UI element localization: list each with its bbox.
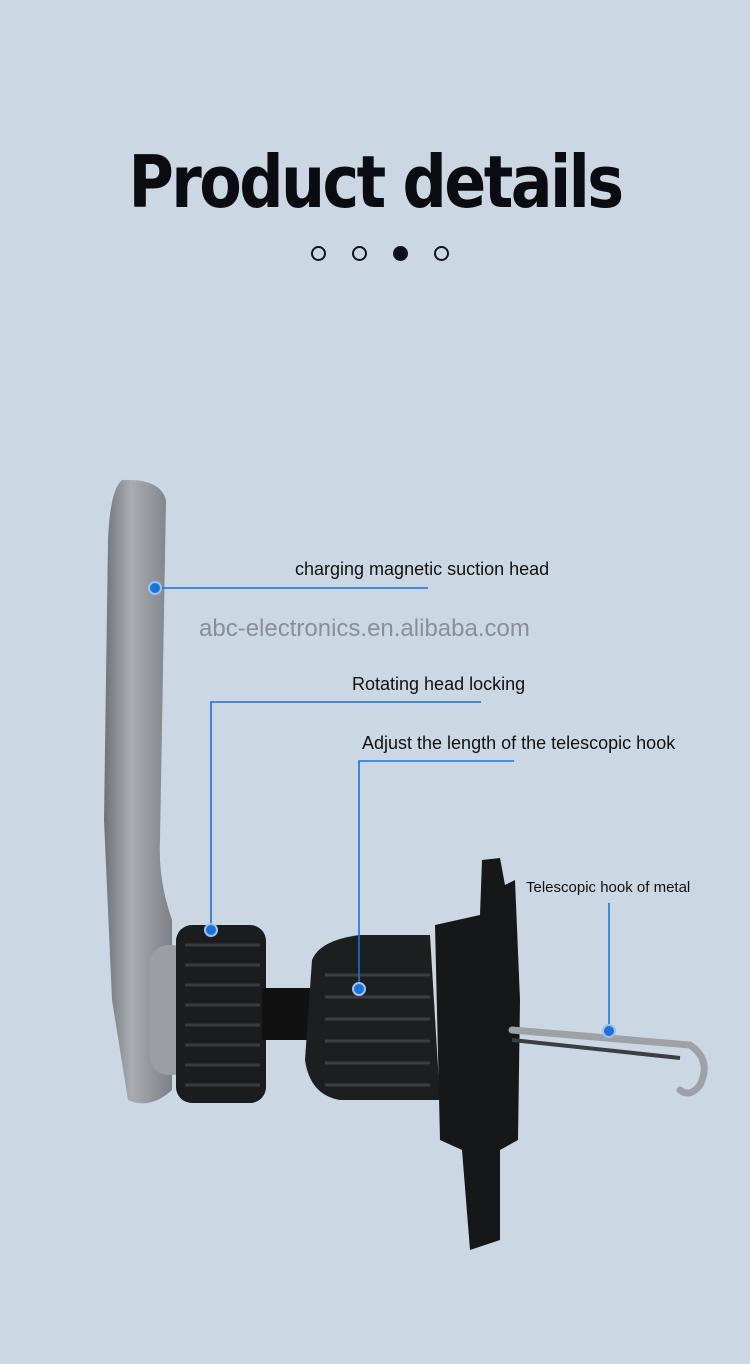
callout-label-magnetic-head: charging magnetic suction head <box>295 559 550 579</box>
rotating-knob-ridges <box>185 943 260 1087</box>
callout-dot-rotating-head <box>204 923 218 937</box>
magnetic-head-plate <box>104 479 172 1104</box>
page-title: Product details <box>128 140 624 224</box>
page-dot-3-active[interactable] <box>393 246 408 261</box>
page-dot-4[interactable] <box>434 246 449 261</box>
hook-shadow <box>511 1038 681 1060</box>
pagination-dots <box>311 246 449 261</box>
callout-line-rotating-head <box>210 701 481 930</box>
metal-hook <box>508 1026 708 1097</box>
connector-shaft <box>262 988 312 1040</box>
callout-line-telescopic-adjust <box>358 760 514 989</box>
callout-dot-magnetic-head <box>148 581 162 595</box>
adjust-knob-ridges <box>325 973 430 1087</box>
callout-dot-telescopic-adjust <box>352 982 366 996</box>
callout-label-rotating-head: Rotating head locking <box>352 674 526 694</box>
rotating-lock-knob <box>176 925 266 1103</box>
page-dot-1[interactable] <box>311 246 326 261</box>
page-dot-2[interactable] <box>352 246 367 261</box>
callout-label-telescopic-adjust: Adjust the length of the telescopic hook <box>362 733 676 753</box>
watermark: abc-electronics.en.alibaba.com <box>199 615 530 642</box>
callout-dot-metal-hook <box>602 1024 616 1038</box>
callout-label-metal-hook: Telescopic hook of metal <box>526 879 691 896</box>
vent-clip-body <box>435 858 520 1250</box>
